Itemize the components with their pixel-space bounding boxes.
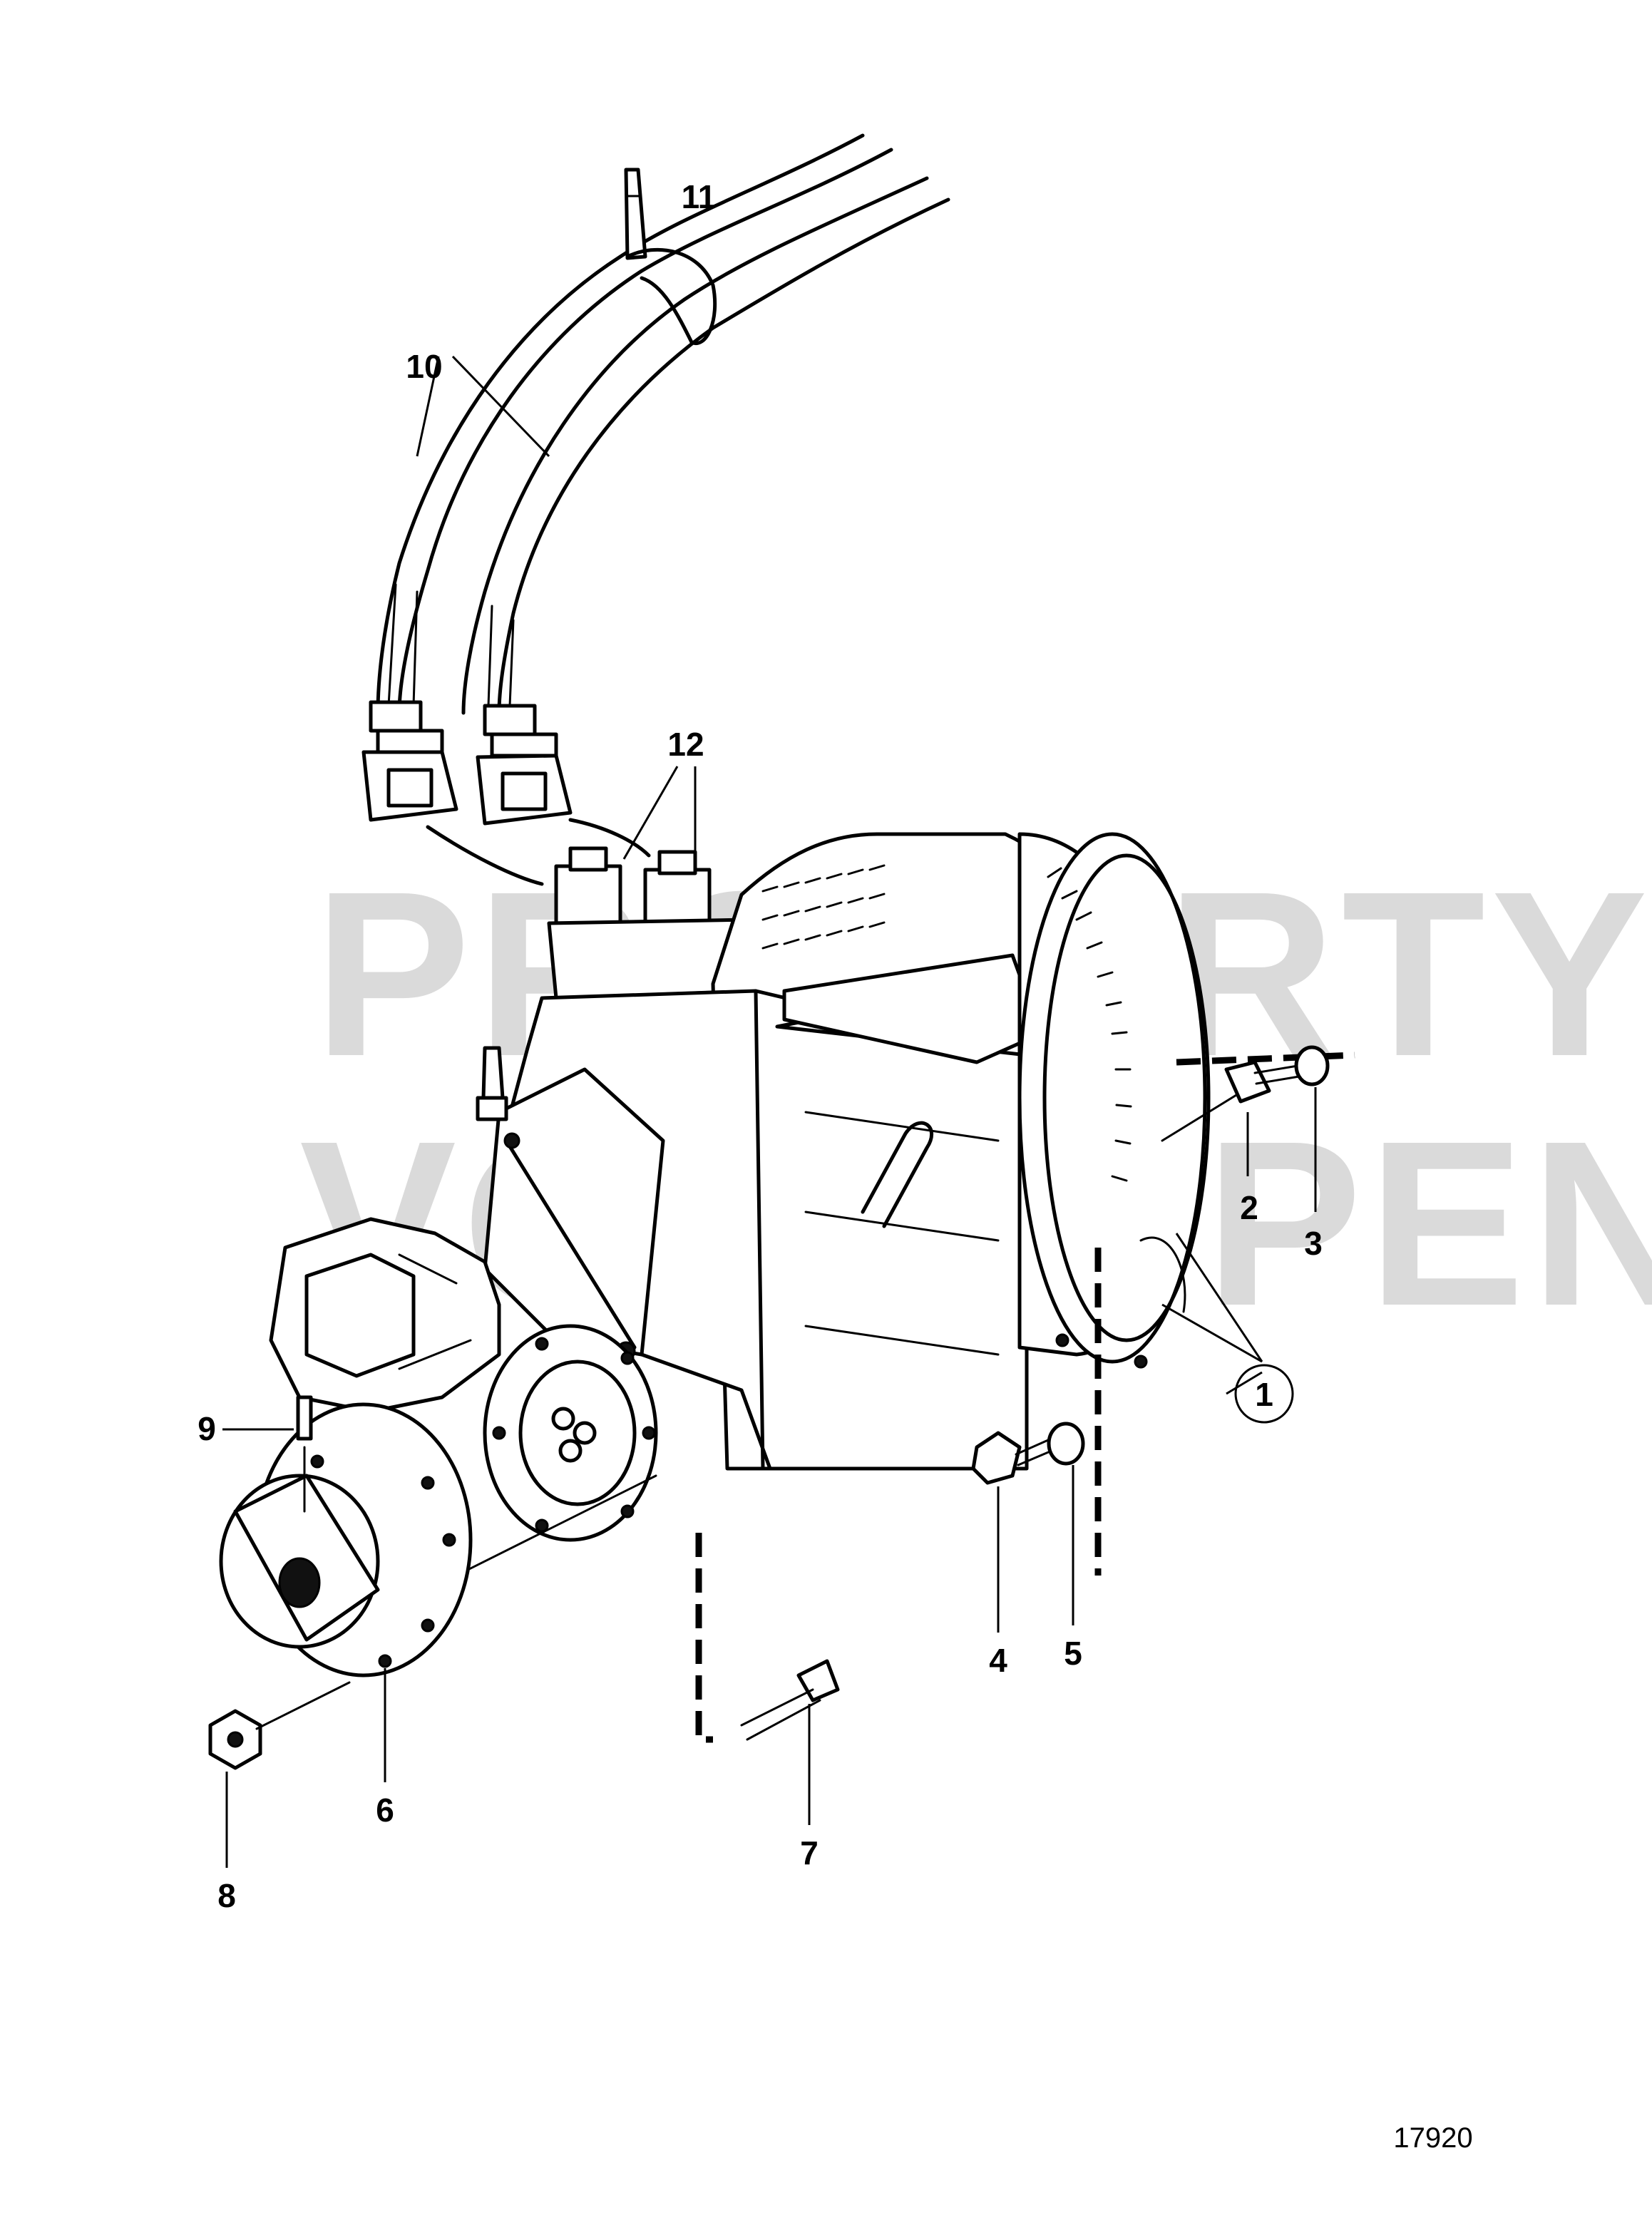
leader-lines — [222, 195, 1317, 1868]
callout-10: 10 — [406, 348, 442, 385]
cable-harness — [376, 133, 950, 715]
callout-4: 4 — [989, 1642, 1007, 1679]
part-6-coupling — [219, 1402, 473, 1677]
callout-11: 11 — [682, 178, 717, 215]
callout-5: 5 — [1064, 1635, 1082, 1672]
callout-12: 12 — [667, 726, 704, 763]
callout-9: 9 — [197, 1410, 216, 1447]
solenoid-valves — [547, 846, 758, 1000]
diagram-reference-number: 17920 — [1393, 2122, 1472, 2154]
part-2-bolt — [1224, 1060, 1300, 1104]
callout-8: 8 — [217, 1877, 236, 1914]
part-4-bolt — [971, 1431, 1053, 1485]
callout-6: 6 — [376, 1792, 394, 1829]
callout-3: 3 — [1304, 1225, 1323, 1262]
connector-right — [476, 704, 573, 826]
callout-7: 7 — [800, 1834, 819, 1871]
part-7-bolt — [740, 1659, 840, 1741]
output-flange — [412, 1324, 658, 1598]
part-8-nut — [208, 1681, 351, 1770]
pump-assembly — [269, 1217, 501, 1414]
callout-1: 1 — [1255, 1376, 1273, 1413]
callout-2: 2 — [1240, 1189, 1258, 1226]
callout-1-circle — [1234, 1364, 1294, 1424]
part-9-pin — [296, 1395, 313, 1513]
flywheel-housing — [1017, 832, 1256, 1369]
part-5-washer — [1047, 1422, 1085, 1466]
connector-left — [361, 700, 458, 822]
part-3-washer — [1294, 1045, 1330, 1086]
callout-labels: 1 2 3 4 5 6 7 8 9 10 11 12 — [197, 178, 1323, 1914]
